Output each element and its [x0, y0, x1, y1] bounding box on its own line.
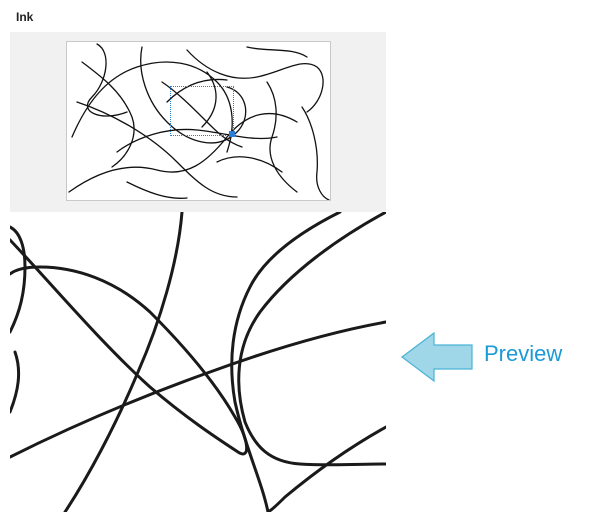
- viewport-rectangle[interactable]: [170, 86, 235, 137]
- ink-thumbnail-drawing: [68, 43, 330, 200]
- preview-callout-label: Preview: [484, 341, 563, 366]
- ink-preview-drawing: [10, 212, 386, 512]
- viewport-resize-handle[interactable]: [229, 131, 235, 137]
- left-arrow-icon: [400, 331, 474, 388]
- panel-title: Ink: [16, 10, 34, 24]
- overview-panel: [10, 32, 386, 212]
- ink-thumbnail[interactable]: [66, 41, 331, 201]
- ink-preview[interactable]: [10, 212, 386, 512]
